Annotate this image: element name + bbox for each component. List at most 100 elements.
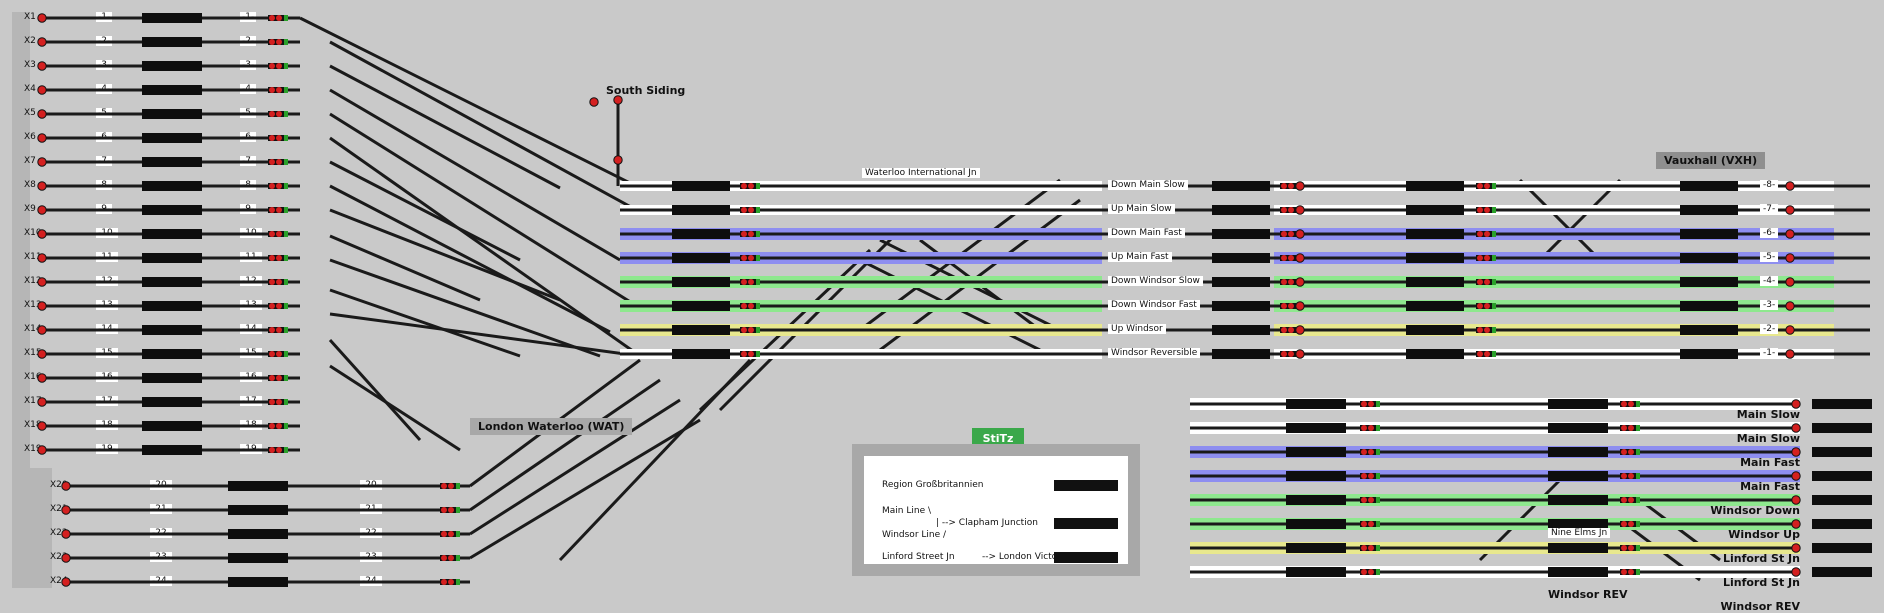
signal-icon [1295, 205, 1305, 215]
signal-icon [1785, 205, 1795, 215]
track-display [142, 181, 202, 191]
signal-head-icon [1476, 231, 1496, 237]
track-display [142, 349, 202, 359]
platform-label: X17 [24, 396, 42, 406]
track-display [1680, 181, 1738, 191]
signal-icon [1791, 519, 1801, 529]
track-display [1680, 253, 1738, 263]
platform-label: X9 [24, 204, 36, 214]
signal-icon [61, 553, 71, 563]
nine-elms-label: Nine Elms Jn [1548, 528, 1611, 538]
crossover-track [329, 40, 641, 214]
crossover-track [469, 418, 701, 560]
signal-icon [37, 421, 47, 431]
track-display [1212, 181, 1270, 191]
track-display [1812, 495, 1872, 505]
platform-label: X24 [50, 576, 68, 586]
vauxhall-platform-number: -1- [1760, 348, 1779, 358]
signal-icon [1785, 325, 1795, 335]
track-display [142, 205, 202, 215]
vauxhall-platform-number: -4- [1760, 276, 1779, 286]
signal-head-icon [440, 507, 460, 513]
track-display [142, 13, 202, 23]
signal-head-icon [268, 15, 288, 21]
platform-label: X22 [50, 528, 68, 538]
track-display [1286, 543, 1346, 553]
platform-label: X3 [24, 60, 36, 70]
track-display [228, 505, 288, 515]
signal-head-icon [268, 39, 288, 45]
signal-icon [37, 325, 47, 335]
track-display [672, 325, 730, 335]
crossover-track [329, 160, 521, 262]
main-line-label: Down Windsor Slow [1108, 276, 1203, 286]
track-display [1680, 301, 1738, 311]
signal-head-icon [1360, 473, 1380, 479]
crossover-track [329, 64, 561, 190]
signal-icon [1791, 543, 1801, 553]
signal-icon [61, 529, 71, 539]
signal-icon [1295, 325, 1305, 335]
crossover-track [329, 234, 481, 302]
signal-head-icon [268, 63, 288, 69]
lower-line-label: Main Fast [1740, 480, 1800, 493]
main-line-label: Up Main Fast [1108, 252, 1172, 262]
signal-head-icon [1620, 473, 1640, 479]
track-display [142, 301, 202, 311]
track-display [1286, 447, 1346, 457]
lower-line-label: Linford St Jn [1722, 552, 1800, 565]
track-display [1548, 519, 1608, 529]
crossover-track [329, 364, 461, 452]
signal-head-icon [1476, 255, 1496, 261]
signal-icon [37, 445, 47, 455]
main-line-label: Up Main Slow [1108, 204, 1175, 214]
track-display [1212, 253, 1270, 263]
track-display [1406, 253, 1464, 263]
track-display [142, 85, 202, 95]
signal-icon [1785, 301, 1795, 311]
track-display [1212, 325, 1270, 335]
signal-head-icon [1476, 183, 1496, 189]
track-display [142, 397, 202, 407]
signal-icon [61, 481, 71, 491]
vauxhall-platform-number: -8- [1760, 180, 1779, 190]
signal-head-icon [268, 447, 288, 453]
signal-icon [1295, 229, 1305, 239]
signal-head-icon [268, 351, 288, 357]
signal-icon [37, 181, 47, 191]
platform-label: X23 [50, 552, 68, 562]
track-display [228, 577, 288, 587]
platform-label: X8 [24, 180, 36, 190]
signal-icon [37, 277, 47, 287]
signal-icon [1785, 277, 1795, 287]
legend-region: Region Großbritannien [882, 480, 984, 490]
track-display [1548, 543, 1608, 553]
crossover-track [469, 378, 661, 512]
signal-head-icon [740, 351, 760, 357]
track-display [1680, 277, 1738, 287]
legend-clapham-display [1054, 518, 1118, 529]
platform-label: X5 [24, 108, 36, 118]
crossover-track [1518, 178, 1602, 262]
crossover-track [329, 312, 641, 358]
signal-head-icon [1620, 401, 1640, 407]
signal-icon [37, 157, 47, 167]
track-display [1406, 181, 1464, 191]
signal-head-icon [740, 327, 760, 333]
signal-head-icon [1360, 401, 1380, 407]
track-display [142, 253, 202, 263]
waterloo-international-label: Waterloo International Jn [862, 168, 980, 178]
track-display [672, 205, 730, 215]
signal-head-icon [740, 207, 760, 213]
crossover-track [329, 88, 621, 262]
signal-head-icon [268, 255, 288, 261]
signal-head-icon [268, 159, 288, 165]
signal-head-icon [440, 531, 460, 537]
signal-icon [37, 301, 47, 311]
signal-head-icon [268, 303, 288, 309]
signal-head-icon [268, 111, 288, 117]
track-display [1286, 519, 1346, 529]
signal-head-icon [268, 135, 288, 141]
track-display [672, 277, 730, 287]
